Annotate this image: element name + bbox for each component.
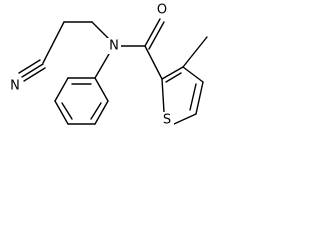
- bond-nitrile-carbon-to-ch2: [42, 21, 65, 64]
- bond-amide-n-to-phenyl: [94, 53, 110, 79]
- phenyl-inner-bond-3: [61, 102, 73, 120]
- label-bg-s: [161, 112, 174, 128]
- double-bond-co-2: [148, 21, 165, 50]
- thiophene-bond-c2-to-s: [161, 78, 165, 113]
- carbonyl-oxygen-label: O: [157, 3, 167, 18]
- phenyl-bond-5: [54, 77, 69, 102]
- thiophene-ring: [161, 36, 208, 125]
- thiophene-bond-c4-to-c3: [182, 66, 204, 83]
- cyanoethyl-group: [18, 21, 110, 82]
- thiophene-bond-c3-to-c2: [161, 66, 184, 80]
- phenyl-bond-4: [54, 100, 69, 125]
- thiophene-bond-s-to-c5: [173, 113, 197, 125]
- amide-core: [94, 18, 165, 80]
- bond-ch2-to-amide-n: [91, 21, 110, 40]
- bond-carbonyl-to-thiophene: [144, 45, 163, 80]
- atom-labels: N N O S: [8, 2, 174, 128]
- triple-bond-3: [23, 67, 46, 82]
- amide-nitrogen-label: N: [109, 39, 119, 54]
- label-bg-amide-n: [107, 38, 121, 54]
- triple-bond-1: [18, 59, 41, 74]
- phenyl-bond-2: [94, 100, 109, 125]
- bond-methyl: [182, 36, 208, 68]
- nitrile-nitrogen-label: N: [10, 79, 20, 94]
- phenyl-bond-1: [94, 77, 109, 102]
- thiophene-bond-c5-to-c4: [195, 81, 204, 115]
- thiophene-inner-bond-c3-c2: [165, 72, 182, 83]
- thiophene-inner-bond-c5-c4: [189, 83, 197, 111]
- chemical-structure-diagram: N N O S: [8, 2, 208, 128]
- label-bg-nitrile-n: [8, 78, 22, 94]
- triple-bond-2: [21, 63, 44, 78]
- double-bond-co-1: [144, 18, 161, 47]
- phenyl-ring: [54, 77, 109, 125]
- thiophene-sulfur-label: S: [163, 113, 171, 128]
- phenyl-inner-bond-2: [90, 102, 102, 120]
- label-bg-o: [155, 2, 169, 18]
